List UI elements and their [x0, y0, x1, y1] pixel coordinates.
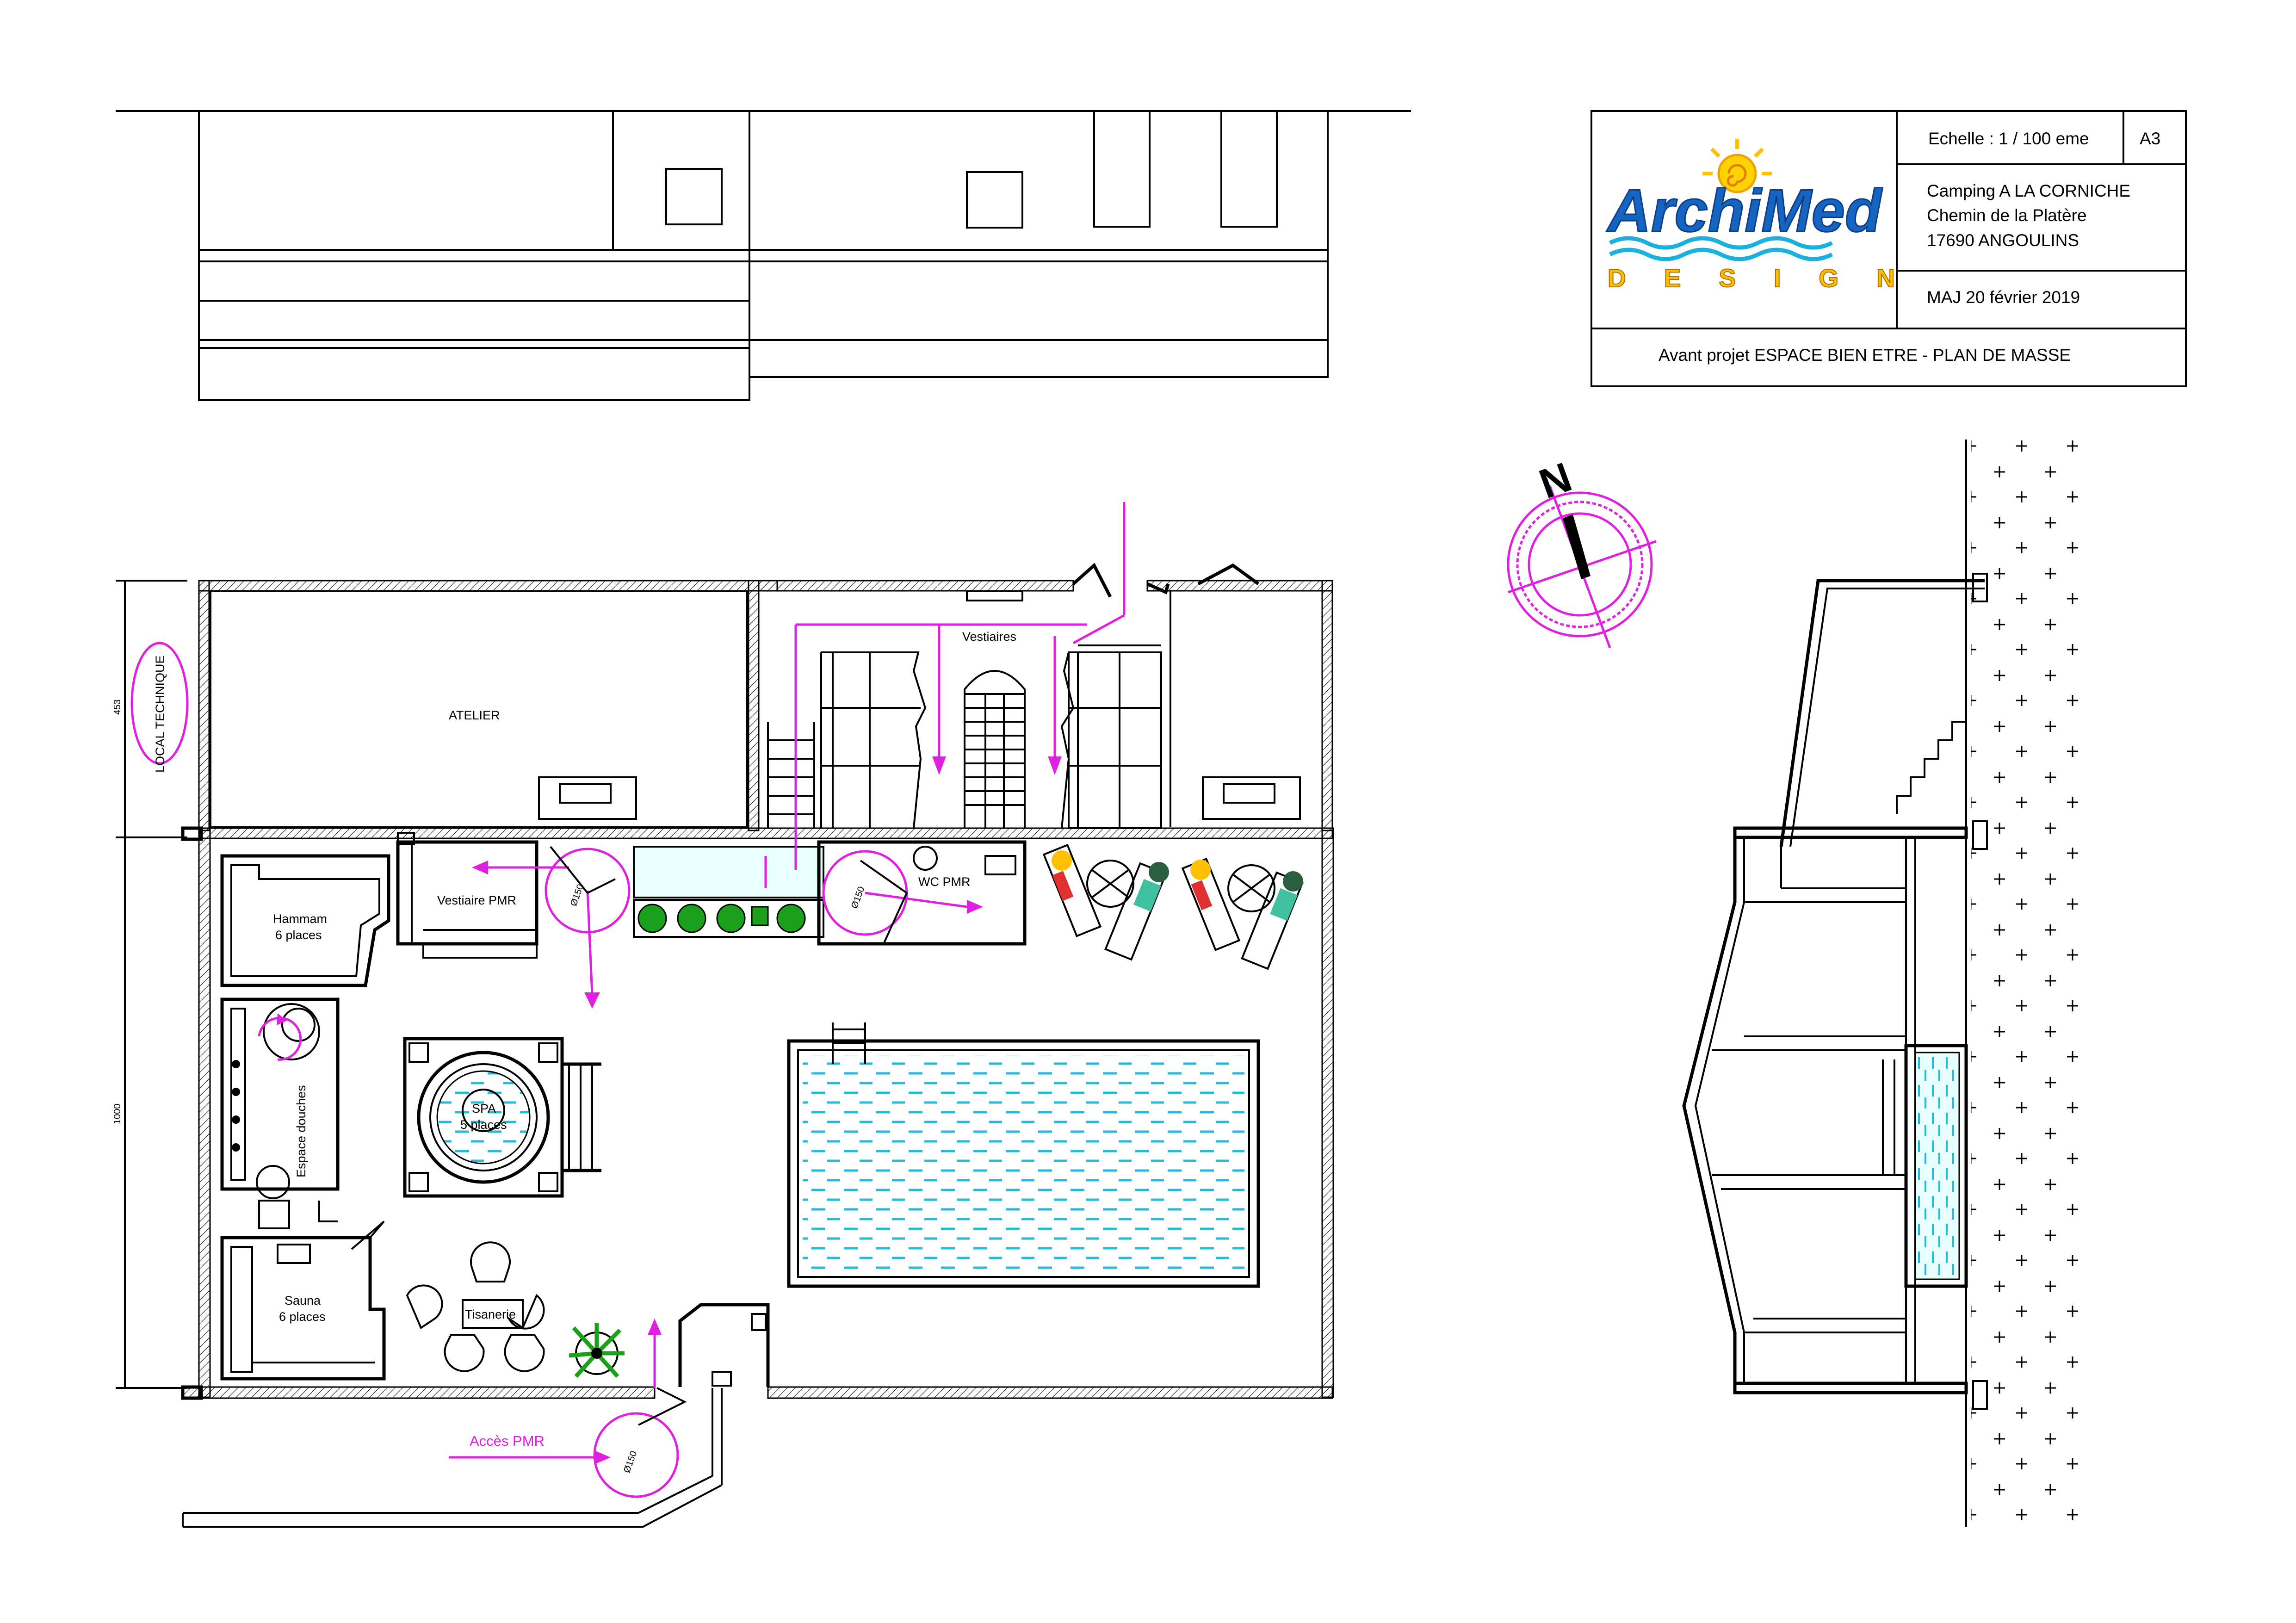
client-name: Camping A LA CORNICHE	[1927, 181, 2130, 200]
palm-plant-icon	[569, 1323, 625, 1378]
room-label-spa: SPA	[472, 1102, 496, 1115]
title-block: Echelle : 1 / 100 eme A3 Camping A LA CO…	[1590, 110, 2187, 387]
client-street: Chemin de la Platère	[1927, 206, 2087, 225]
room-label-tisanerie: Tisanerie	[465, 1307, 516, 1321]
plant-row	[637, 904, 806, 933]
north-letter: N	[1534, 454, 1578, 508]
door-mark-3: Ø150	[622, 1450, 639, 1474]
client-city: 17690 ANGOULINS	[1927, 231, 2079, 250]
door-mark-2: Ø150	[849, 885, 866, 910]
room-label-sauna-places: 6 places	[279, 1310, 326, 1324]
sunbed-icons	[1042, 843, 1304, 970]
room-label-vestiaire-pmr: Vestiaire PMR	[437, 893, 516, 907]
dimension-upper: 453	[112, 700, 123, 715]
north-compass: N	[1507, 454, 1657, 648]
logo-subtitle: DESIGN	[1608, 264, 1933, 292]
dimension-lower: 1000	[112, 1104, 123, 1125]
room-label-local-technique: LOCAL TECHNIQUE	[153, 655, 167, 773]
sun-icon	[1702, 139, 1772, 193]
floor-plan: ATELIER Vestiaires	[112, 502, 1334, 1528]
scale-text: Echelle : 1 / 100 eme	[1928, 129, 2089, 148]
room-label-sauna: Sauna	[285, 1294, 321, 1307]
elevation-top	[116, 110, 1411, 401]
format-text: A3	[2140, 129, 2160, 148]
room-label-vestiaires: Vestiaires	[962, 630, 1016, 644]
room-label-atelier: ATELIER	[449, 708, 500, 722]
logo-word: ArchiMed	[1606, 177, 1883, 244]
room-label-hammam: Hammam	[273, 912, 327, 926]
armchair-icons	[406, 1241, 545, 1372]
section-view	[1682, 440, 2091, 1527]
update-date: MAJ 20 février 2019	[1927, 288, 2080, 307]
project-title: Avant projet ESPACE BIEN ETRE - PLAN DE …	[1659, 346, 2071, 365]
archimed-logo: ArchiMed DESIGN	[1606, 139, 1933, 293]
room-label-espace-douches: Espace douches	[294, 1085, 308, 1177]
room-label-wc-pmr: WC PMR	[918, 875, 970, 889]
acces-pmr-label: Accès PMR	[470, 1433, 545, 1449]
room-label-hammam-places: 6 places	[275, 928, 322, 942]
room-label-spa-places: 5 places	[460, 1118, 507, 1132]
